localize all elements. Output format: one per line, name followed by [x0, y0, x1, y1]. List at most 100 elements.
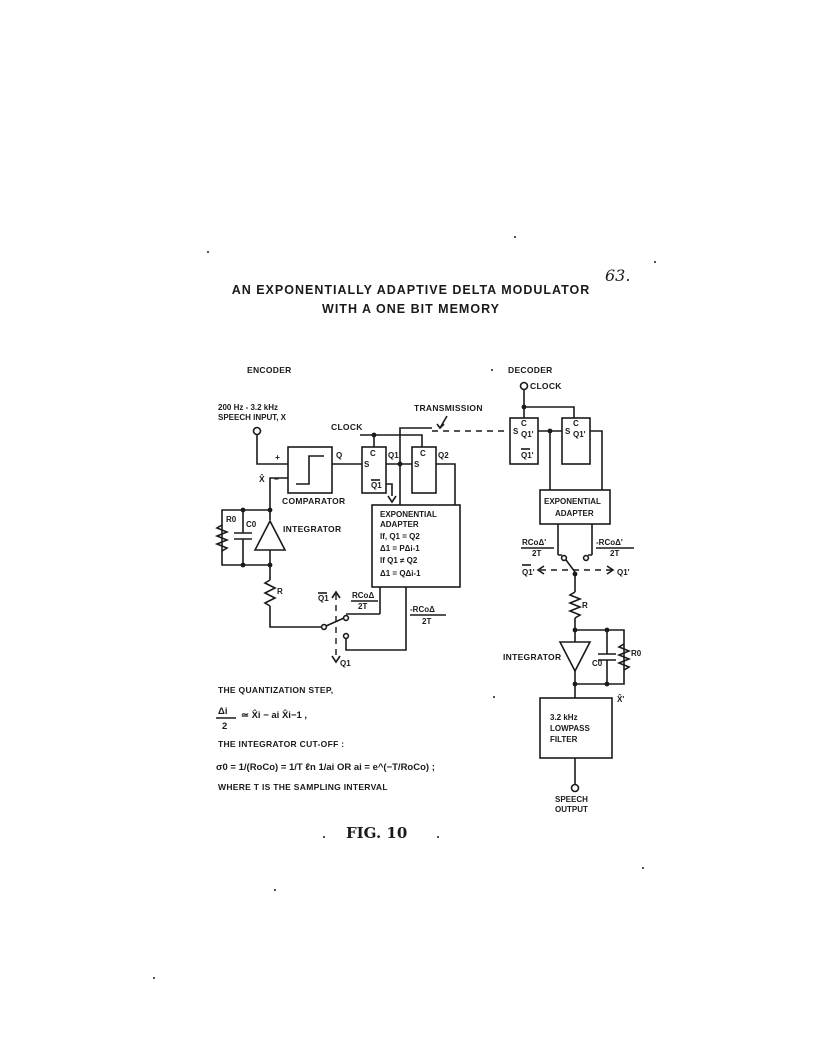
lowpass-filter-box	[539, 697, 613, 759]
ff2-q-label: Q2	[438, 451, 449, 460]
feedback-wire	[269, 477, 288, 520]
encoder-integrator-amp	[253, 519, 287, 551]
encoder-adapter-line-3: If, Q1 = Q2	[380, 532, 420, 541]
comparator-label: COMPARATOR	[282, 496, 345, 506]
cutoff-equation: σ0 = 1/(RoCo) = 1/T ℓn 1/ai OR ai = e^(−…	[216, 762, 435, 773]
encoder-resistor-r	[263, 579, 277, 607]
transmission-arrowhead	[436, 423, 445, 430]
switch-qbar1-label: Q1	[318, 594, 329, 603]
scan-speck	[207, 251, 209, 253]
decoder-switch-qbar-label: Q1'	[522, 568, 535, 577]
speech-output-terminal	[570, 783, 580, 793]
decoder-neg-rcod-den: 2T	[610, 549, 619, 558]
cutoff-heading: THE INTEGRATOR CUT-OFF :	[218, 739, 344, 749]
decoder-rcod-num: RCoΔ'	[522, 538, 546, 547]
title-line-1: AN EXPONENTIALLY ADAPTIVE DELTA MODULATO…	[231, 283, 591, 297]
decoder-resistor-r	[567, 591, 583, 619]
decoder-adapter-line-1: EXPONENTIAL	[544, 497, 601, 506]
input-wire	[256, 434, 288, 465]
dff2-c-label: C	[573, 419, 579, 428]
encoder-adapter-line-4: Δ1 = PΔi-1	[380, 544, 420, 553]
encoder-rcod-num: RCoΔ	[352, 591, 374, 600]
decoder-switch-common	[572, 571, 578, 577]
encoder-flipflop-2	[411, 446, 437, 494]
quantization-denominator: 2	[222, 721, 227, 732]
encoder-neg-rcod-num: -RCoΔ	[410, 605, 435, 614]
decoder-clock-bus	[523, 389, 575, 418]
decoder-switch-q-label: Q1'	[617, 568, 630, 577]
switch-to-r-wire	[269, 606, 321, 628]
dff2-q-label: Q1'	[573, 430, 586, 439]
speech-input-terminal	[252, 426, 262, 436]
decoder-r-label: R	[582, 601, 588, 610]
sampling-note: WHERE T IS THE SAMPLING INTERVAL	[218, 782, 388, 792]
encoder-adapter-line-1: EXPONENTIAL	[380, 510, 437, 519]
switch-common	[320, 623, 328, 631]
decoder-clock-junction	[521, 404, 527, 410]
decoder-heading: DECODER	[508, 365, 553, 375]
scan-speck	[493, 696, 495, 698]
encoder-capacitor-c0	[234, 510, 252, 565]
quantization-numerator: Δi	[218, 706, 227, 717]
encoder-adapter-line-5: If Q1 ≠ Q2	[380, 556, 418, 565]
integrator-out-junction	[267, 507, 273, 513]
encoder-adapter-line-6: Δ1 = QΔi-1	[380, 569, 421, 578]
decoder-xhat-label: X̂'	[617, 695, 624, 704]
decoder-clock-label: CLOCK	[530, 381, 562, 391]
encoder-xhat-label: X̂	[259, 474, 265, 484]
decoder-r0-label: R0	[631, 649, 642, 658]
encoder-input-label-2: SPEECH INPUT, X	[218, 413, 287, 422]
encoder-r-label: R	[277, 587, 283, 596]
page-number: 63.	[605, 266, 631, 285]
decoder-adapter-line-2: ADAPTER	[555, 509, 594, 518]
encoder-integrator-label: INTEGRATOR	[283, 524, 341, 534]
filter-line-2: LOWPASS	[550, 724, 591, 733]
comparator-box	[287, 446, 333, 494]
scan-speck	[654, 261, 656, 263]
ff1-q-label: Q1	[388, 451, 399, 460]
decoder-capacitor-c0	[598, 630, 616, 684]
decoder-flipflop-2	[561, 417, 591, 465]
ff2-c-label: C	[420, 449, 426, 458]
decoder-c0-label: C0	[592, 659, 603, 668]
decoder-rcod-den: 2T	[532, 549, 541, 558]
dff2-output-wire	[590, 430, 603, 490]
title-line-2: WITH A ONE BIT MEMORY	[322, 302, 500, 316]
encoder-input-label-1: 200 Hz - 3.2 kHz	[218, 403, 278, 412]
clock-junction	[371, 432, 377, 438]
speech-output-label-1: SPEECH	[555, 795, 588, 804]
encoder-adapter-box	[371, 504, 461, 588]
encoder-rcod-den: 2T	[358, 602, 367, 611]
switch-blade	[325, 617, 345, 627]
q1-arrow	[331, 655, 341, 664]
scan-speck	[437, 836, 439, 838]
decoder-neg-rcod-num: -RCoΔ'	[596, 538, 623, 547]
encoder-adapter-line-2: ADAPTER	[380, 520, 419, 529]
decoder-integrator-label: INTEGRATOR	[503, 652, 561, 662]
encoder-neg-rcod-den: 2T	[422, 617, 431, 626]
scan-speck	[153, 977, 155, 979]
dff2-s-label: S	[565, 427, 571, 436]
speech-output-label-2: OUTPUT	[555, 805, 588, 814]
quantization-rhs: ≃ X̂i − ai X̂i−1 ,	[241, 709, 307, 721]
scan-speck	[274, 889, 276, 891]
decoder-qbar-arrow	[536, 565, 545, 575]
decoder-switch-contact-left	[560, 554, 568, 562]
dff1-s-label: S	[513, 427, 519, 436]
switch-contact-bottom	[342, 632, 350, 640]
decoder-integrator-amp	[558, 641, 592, 673]
encoder-heading: ENCODER	[247, 365, 292, 375]
ff1-qbar-label: Q1	[371, 481, 382, 490]
filter-line-1: 3.2 kHz	[550, 713, 578, 722]
ff1-c-label: C	[370, 449, 376, 458]
encoder-c0-label: C0	[246, 520, 257, 529]
dff1-qbar-label: Q1'	[521, 451, 534, 460]
decoder-clock-terminal	[519, 381, 529, 391]
encoder-resistor-r0	[214, 524, 230, 552]
scan-speck	[323, 836, 325, 838]
comparator-symbol	[296, 455, 324, 485]
ff1-qbar-output	[386, 483, 393, 496]
clock-bus	[360, 434, 423, 447]
